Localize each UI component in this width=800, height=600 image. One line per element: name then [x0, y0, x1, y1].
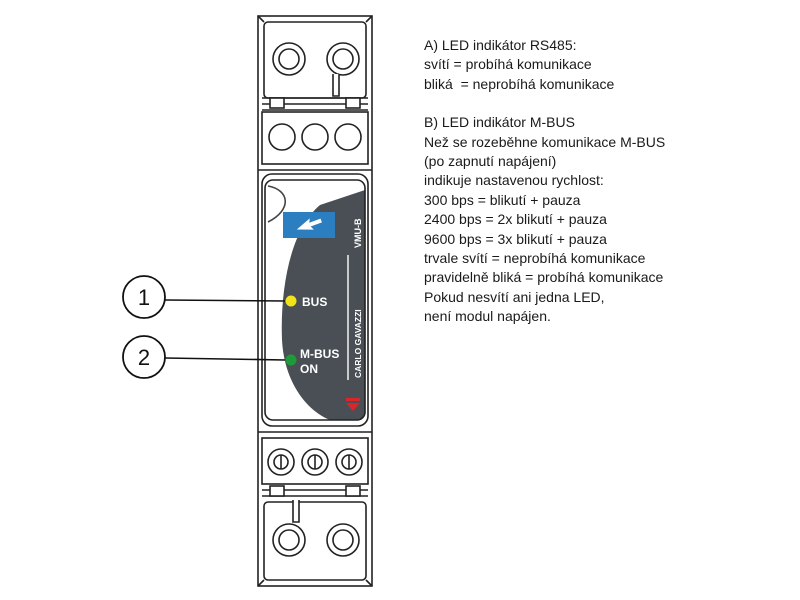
section-b-line: 9600 bps = 3x blikutí + pauza [424, 230, 607, 247]
section-b-line: 2400 bps = 2x blikutí + pauza [424, 211, 607, 228]
callout-1: 1 [122, 275, 286, 319]
brand-label: CARLO GAVAZZI [353, 309, 363, 378]
section-b: B) LED indikátor M-BUS Než se rozeběhne … [424, 113, 784, 326]
dark-label-panel [281, 190, 365, 420]
bus-led-label: BUS [302, 295, 327, 309]
section-b-line: není modul napájen. [424, 308, 551, 325]
bottom-terminal-screws [272, 500, 360, 557]
section-a: A) LED indikátor RS485: svítí = probíhá … [424, 36, 784, 94]
mbus-led [285, 354, 297, 366]
section-b-line: trvale svítí = neprobíhá komunikace [424, 250, 646, 267]
mbus-led-label-line1: M-BUS [300, 347, 339, 361]
section-b-line: (po zapnutí napájení) [424, 153, 557, 170]
mbus-led-label-line2: ON [300, 362, 318, 376]
window-outline [264, 179, 366, 421]
exchange-arrows-icon [283, 212, 335, 238]
section-b-line: B) LED indikátor M-BUS [424, 114, 575, 131]
top-terminal-screws [272, 42, 360, 97]
callout-1-number: 1 [138, 285, 150, 310]
section-b-line: Než se rozeběhne komunikace M-BUS [424, 133, 666, 150]
section-a-line: bliká = neprobíhá komunikace [424, 75, 615, 92]
section-b-line: indikuje nastavenou rychlost: [424, 172, 604, 189]
section-b-line: 300 bps = blikutí + pauza [424, 191, 581, 208]
lower-connectors [267, 448, 363, 476]
section-b-line: pravidelně bliká = probíhá komunikace [424, 269, 664, 286]
callout-2: 2 [122, 335, 286, 379]
model-label: VMU-B [353, 218, 363, 248]
brand-logo-icon [346, 398, 360, 411]
upper-connectors [268, 123, 362, 151]
led-description-notes: A) LED indikátor RS485: svítí = probíhá … [424, 36, 784, 327]
bus-led [285, 295, 297, 307]
callout-2-number: 2 [138, 345, 150, 370]
section-a-line: svítí = probíhá komunikace [424, 56, 592, 73]
section-a-line: A) LED indikátor RS485: [424, 37, 577, 53]
section-b-line: Pokud nesvítí ani jedna LED, [424, 288, 605, 305]
